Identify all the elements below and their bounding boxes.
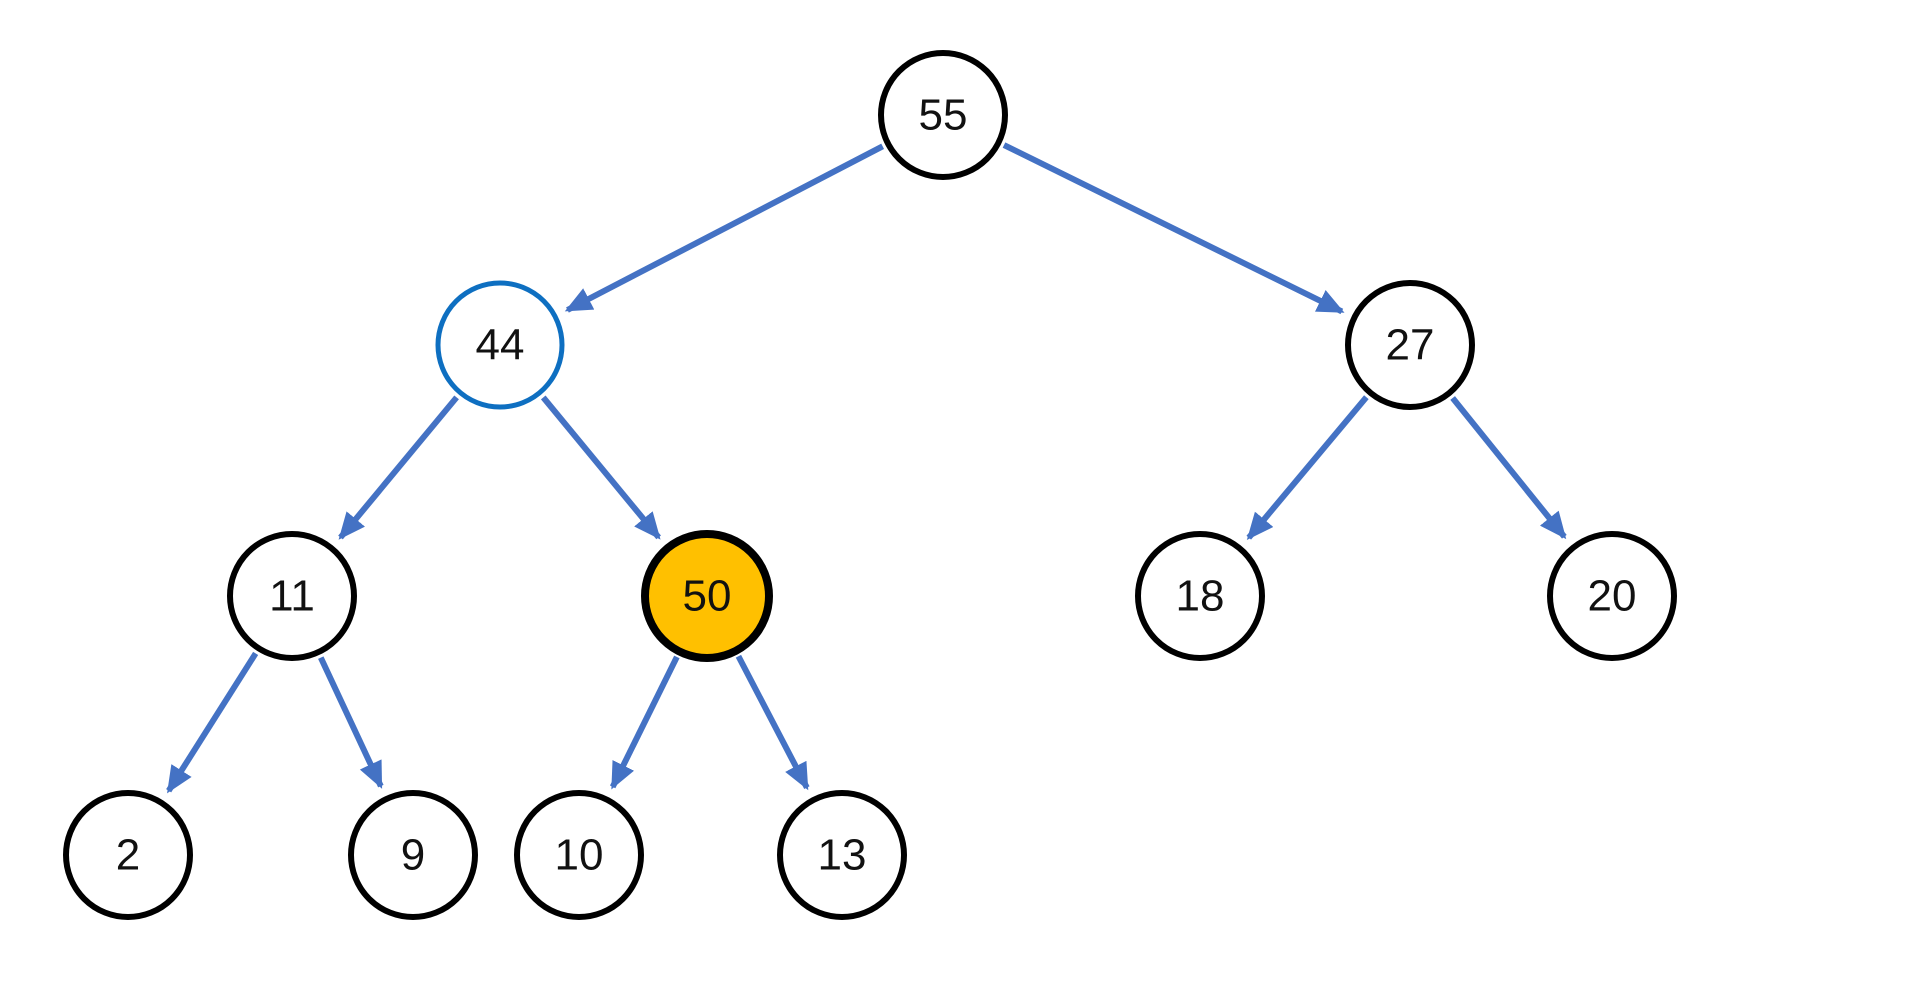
tree-node-18: 18 [1135,531,1265,661]
node-circle-20 [1547,531,1677,661]
node-circle-11 [227,531,357,661]
edge-27-to-18 [1246,395,1369,541]
node-label-13: 13 [818,831,867,880]
tree-node-50: 50 [641,530,773,662]
tree-node-11: 11 [227,531,357,661]
edge-50-to-10 [609,655,680,790]
node-circle-50-fill-highlight [641,530,773,662]
tree-node-55: 55 [878,50,1008,180]
tree-node-20: 20 [1547,531,1677,661]
node-circle-13 [777,790,907,920]
node-label-20: 20 [1588,572,1637,621]
node-label-9: 9 [401,831,425,880]
node-circle-18 [1135,531,1265,661]
edge-27-to-20 [1450,396,1567,540]
node-label-27: 27 [1386,321,1435,370]
edge-11-to-9 [318,656,384,789]
nodes-layer: 55 44 27 11 50 18 20 2 9 10 13 [63,50,1677,920]
node-label-18: 18 [1176,572,1225,621]
node-label-2: 2 [116,831,140,880]
edge-11-to-2 [166,651,259,794]
tree-node-9: 9 [348,790,478,920]
tree-node-13: 13 [777,790,907,920]
tree-node-27: 27 [1345,280,1475,410]
node-circle-55 [878,50,1008,180]
node-circle-9 [348,790,478,920]
node-circle-44-outline-highlight [435,280,565,410]
node-label-50: 50 [683,572,732,621]
node-label-55: 55 [919,91,968,140]
edge-50-to-13 [735,654,810,791]
node-circle-27 [1345,280,1475,410]
tree-node-44: 44 [435,280,565,410]
edge-55-to-27 [1002,142,1345,315]
tree-node-2: 2 [63,790,193,920]
tree-node-10: 10 [514,790,644,920]
node-circle-2 [63,790,193,920]
edge-44-to-50 [540,395,661,540]
node-circle-10 [514,790,644,920]
edge-55-to-44 [564,143,885,313]
edges-layer [166,142,1567,794]
node-label-44: 44 [476,321,525,370]
edge-44-to-11 [338,395,459,540]
node-label-10: 10 [555,831,604,880]
node-label-11: 11 [269,572,315,621]
